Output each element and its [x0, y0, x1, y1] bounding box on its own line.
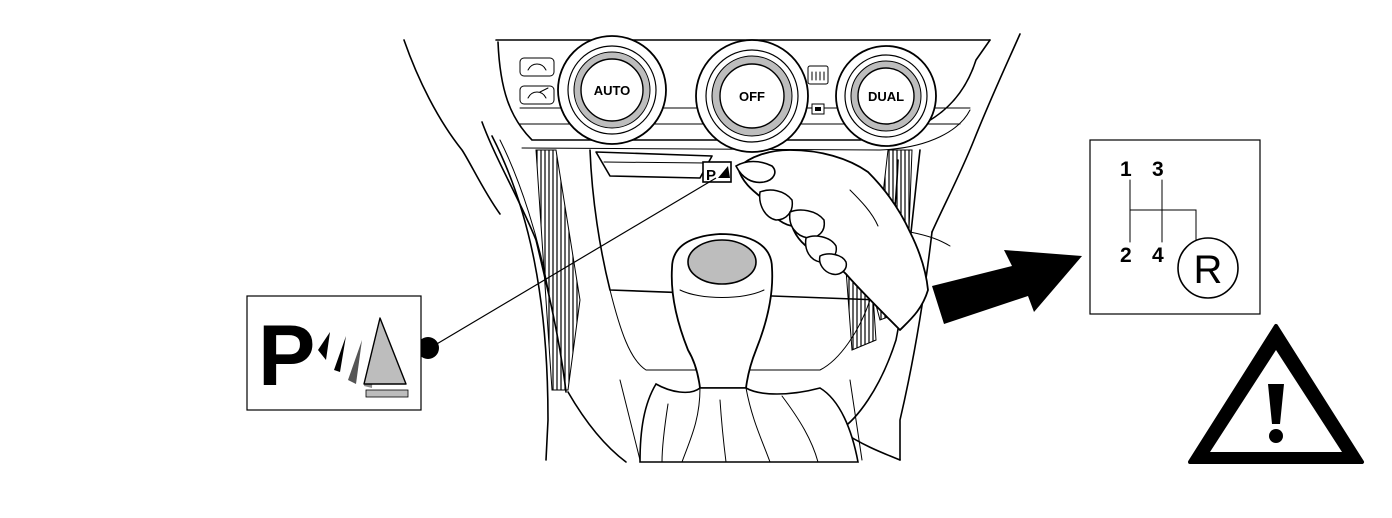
climate-knob-off[interactable]: OFF	[696, 40, 808, 152]
warning-triangle-icon	[1190, 326, 1362, 462]
rear-defrost-button[interactable]	[808, 66, 828, 84]
gear-4-label: 4	[1152, 244, 1164, 267]
mode-button[interactable]	[812, 104, 824, 114]
recirculation-button[interactable]	[520, 58, 554, 76]
arrow-right-icon	[932, 250, 1082, 324]
knob-off-label: OFF	[739, 89, 765, 104]
gear-reverse-label: R	[1194, 248, 1223, 292]
knob-dual-label: DUAL	[868, 89, 904, 104]
parking-sensor-callout: P	[247, 178, 716, 410]
knob-auto-label: AUTO	[594, 83, 631, 98]
mode-icon	[815, 107, 821, 111]
gear-shift-pattern: 1 3 2 4 R	[1090, 140, 1260, 314]
gear-3-label: 3	[1152, 158, 1164, 181]
gear-2-label: 2	[1120, 244, 1132, 267]
callout-letter-p: P	[258, 308, 315, 404]
exclamation-dot	[1269, 429, 1283, 443]
climate-knob-dual[interactable]: DUAL	[836, 46, 936, 146]
climate-knob-auto[interactable]: AUTO	[558, 36, 666, 144]
outside-air-button[interactable]	[520, 86, 554, 104]
parking-sensor-button[interactable]: P	[703, 162, 731, 184]
gear-1-label: 1	[1120, 158, 1132, 181]
gear-pattern-box	[1090, 140, 1260, 314]
